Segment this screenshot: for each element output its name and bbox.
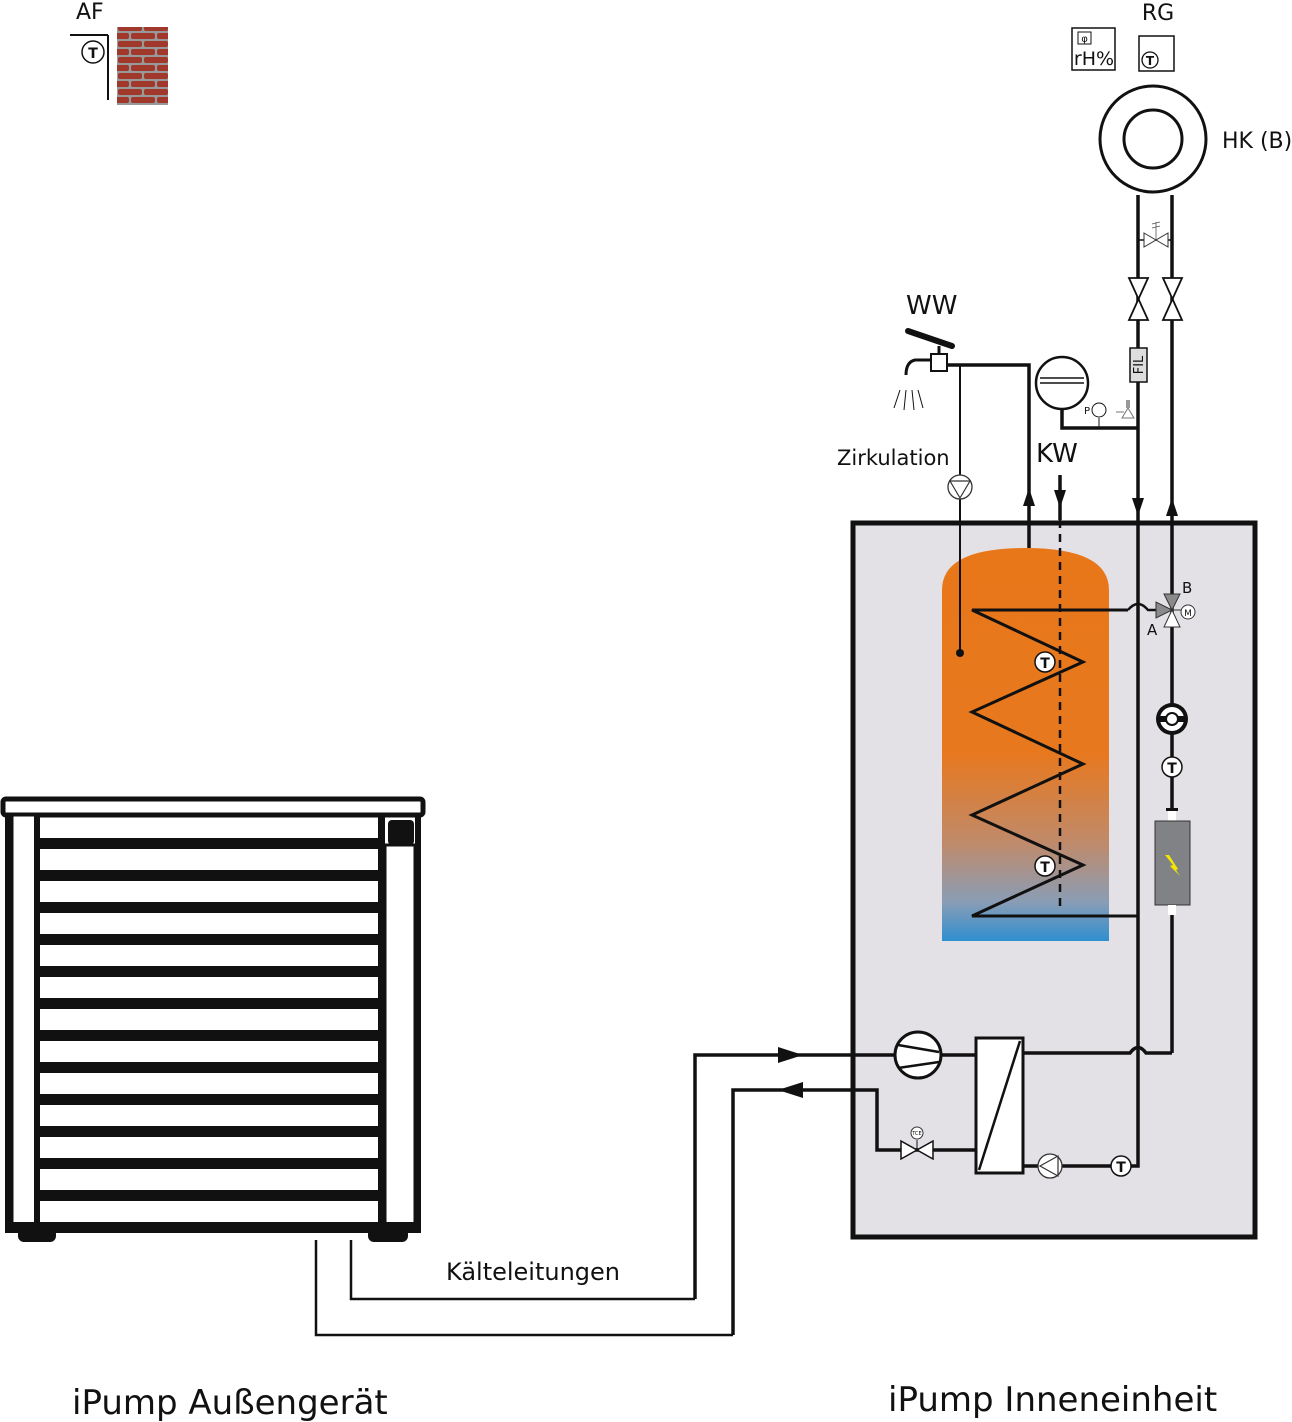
temperature-sensor-icon: T: [1034, 651, 1056, 673]
expansion-valve-icon: TCE: [900, 1126, 934, 1161]
shutoff-valve-icon: [1127, 277, 1150, 321]
lightning-bolt-icon: [1165, 855, 1180, 876]
temperature-sensor-icon: [1141, 51, 1159, 69]
return-arrow-icon: [1132, 498, 1144, 516]
rg-label: RG: [1142, 1, 1174, 26]
temperature-sensor-icon: [81, 40, 105, 64]
electric-heater: [1154, 808, 1191, 915]
louver-slat: [40, 1158, 380, 1169]
phi-label: φ: [1081, 34, 1088, 45]
plate-heat-exchanger-icon: [974, 1036, 1025, 1175]
heating-pump-icon: [1156, 703, 1188, 735]
temperature-sensor-icon: T: [1161, 756, 1183, 778]
refrigerant-line-hot: [693, 1053, 975, 1299]
pump-icon: [1037, 1153, 1063, 1179]
sensor-label: T: [88, 46, 98, 62]
overflow-valve-icon: [1138, 221, 1172, 248]
louver-slat: [40, 902, 380, 913]
filter-icon: FIL: [1129, 347, 1148, 383]
sensor-label: T: [1116, 1160, 1126, 1176]
louver-slat: [40, 838, 380, 849]
outdoor-unit: [0, 796, 426, 1242]
flow-arrow-icon: [1166, 498, 1178, 516]
hot-water-arrow-icon: [1023, 488, 1035, 506]
flow-arrow-icon: [778, 1082, 803, 1098]
louver-slat: [40, 1062, 380, 1073]
three-way-valve-icon: M B A: [1147, 579, 1196, 639]
hk-label: HK (B): [1222, 129, 1292, 154]
louver-slat: [40, 966, 380, 977]
motor-icon: [1180, 604, 1196, 620]
zirkulation-label: Zirkulation: [837, 446, 950, 470]
circulation-pump-icon: [947, 474, 973, 500]
af-label: AF: [76, 0, 104, 25]
heating-circuit-hk: HK (B): [1098, 84, 1292, 194]
pressure-gauge-icon: [1091, 402, 1107, 418]
valve-b-label: B: [1182, 579, 1192, 597]
room-controller-rg: RG T φ rH%: [1071, 1, 1175, 72]
flow-arrow-icon: [778, 1047, 803, 1063]
indoor-unit-label: iPump Inneneinheit: [888, 1380, 1217, 1420]
louver-slat: [40, 1094, 380, 1105]
temperature-sensor-icon: T: [1034, 855, 1056, 877]
kaelteleitungen-label: Kälteleitungen: [446, 1258, 620, 1286]
sensor-label: T: [1167, 761, 1177, 777]
louver-slat: [40, 1190, 380, 1201]
humidity-sensor: [1071, 27, 1116, 71]
louver-slat: [40, 1030, 380, 1041]
fil-label: FIL: [1132, 355, 1147, 374]
water-tap-icon: [893, 328, 955, 411]
outdoor-unit-label: iPump Außengerät: [72, 1383, 388, 1422]
brick-wall-icon: [117, 27, 168, 105]
safety-valve-icon: [1116, 407, 1135, 419]
sensor-label: T: [1040, 656, 1050, 672]
rh-label: rH%: [1074, 48, 1114, 70]
kw-label: KW: [1036, 439, 1078, 469]
louver-slat: [40, 1126, 380, 1137]
louver-slat: [40, 934, 380, 945]
hot-water-tank: [942, 548, 1109, 941]
temperature-sensor-icon: T: [1110, 1155, 1132, 1177]
condenser-flow-pipe: [1023, 1045, 1172, 1055]
hot-water-pipe: [947, 363, 1031, 548]
ww-label: WW: [906, 291, 957, 321]
p-label: P: [1084, 406, 1090, 417]
valve-a-label: A: [1147, 621, 1158, 639]
cold-water-arrow-icon: [1054, 490, 1066, 508]
tce-label: TCE: [911, 1131, 921, 1137]
louver-slat: [40, 998, 380, 1009]
sensor-label: T: [1040, 860, 1050, 876]
heat-exchanger-coil: [968, 608, 1138, 918]
expansion-vessel: P: [1034, 355, 1138, 430]
compressor-icon: [893, 1030, 943, 1080]
shutoff-valve-icon: [1161, 277, 1184, 321]
sensor-label: T: [1146, 54, 1155, 68]
refrigerant-lines-outdoor: [314, 1240, 733, 1337]
motor-label: M: [1184, 609, 1192, 619]
outdoor-temp-sensor-af: AF T: [70, 0, 168, 105]
louver-slat: [40, 870, 380, 881]
